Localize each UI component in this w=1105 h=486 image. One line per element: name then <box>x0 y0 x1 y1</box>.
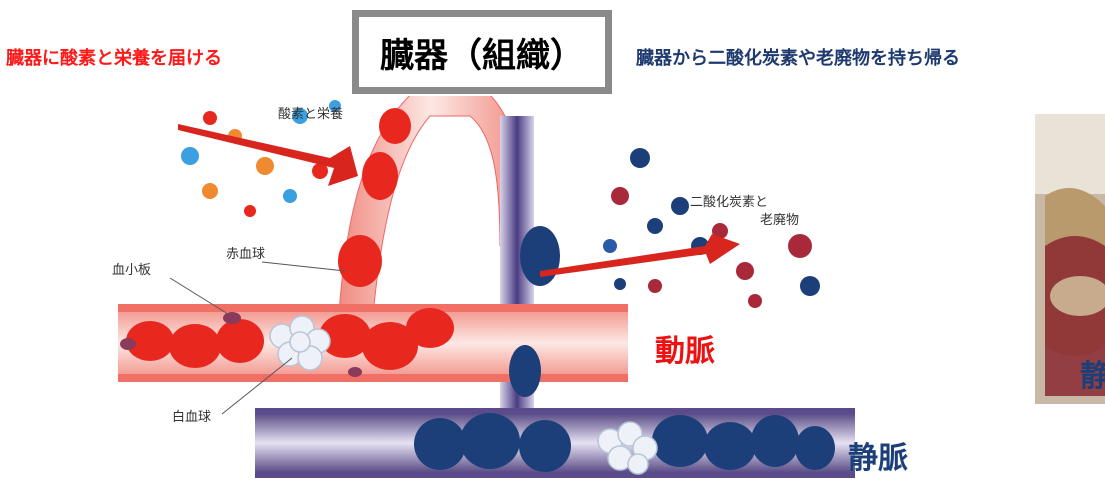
label-platelet: 血小板 <box>112 263 151 278</box>
nutrient-dots <box>181 100 341 217</box>
blood-circulation-diagram: 酸素と栄養 二酸化炭素と 老廃物 赤血球 血小板 白血球 動脈 静脈 静 <box>112 96 1105 478</box>
organ-title-box: 臓器（組織） <box>352 10 612 94</box>
blood-sample-photo: 静 <box>1035 114 1105 404</box>
label-oxygen-nutrients: 酸素と栄養 <box>278 106 343 122</box>
platelets <box>120 312 362 377</box>
label-red-blood-cell: 赤血球 <box>226 247 265 262</box>
label-co2-line1: 二酸化炭素と <box>690 195 768 210</box>
red-blood-cells <box>126 108 454 370</box>
label-photo-vein-partial: 静 <box>1080 359 1105 394</box>
deoxygenated-cells <box>414 226 835 472</box>
white-blood-cell-vein <box>597 421 658 475</box>
label-co2-line2: 老廃物 <box>760 212 799 228</box>
waste-dots <box>603 148 820 308</box>
waste-arrow <box>540 234 740 277</box>
label-vein: 静脈 <box>848 441 908 476</box>
label-artery: 動脈 <box>655 334 715 369</box>
white-blood-cell <box>269 315 331 371</box>
caption-waste-return: 臓器から二酸化炭素や老廃物を持ち帰る <box>636 48 960 69</box>
caption-oxygen-delivery: 臓器に酸素と栄養を届ける <box>6 48 222 69</box>
label-white-blood-cell: 白血球 <box>172 409 211 425</box>
nutrient-arrow <box>178 124 358 186</box>
